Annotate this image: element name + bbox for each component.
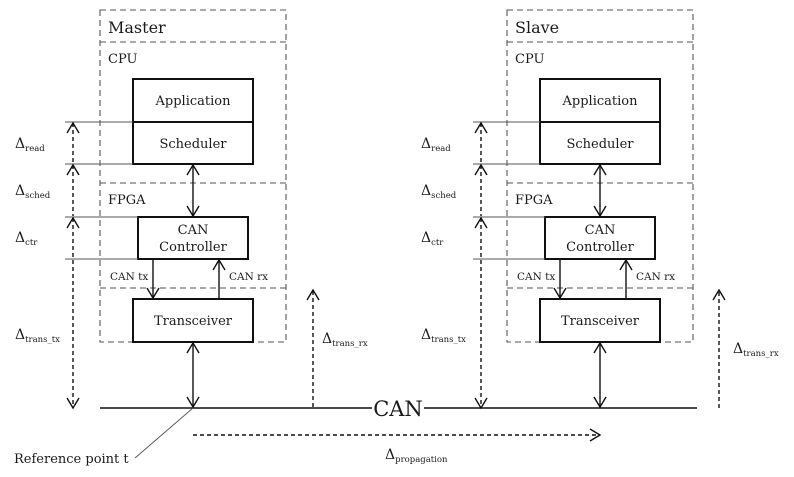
master-controller-label-1: CAN (178, 223, 209, 238)
master-node: Master CPU FPGA Application Scheduler CA… (15, 9, 287, 410)
master-delay-sched-arrow (66, 163, 80, 216)
slave-can-tx-label: CAN tx (517, 271, 555, 283)
master-application-label: Application (155, 94, 232, 109)
master-fpga-label: FPGA (108, 193, 146, 208)
master-delay-ctr-arrow (66, 216, 80, 258)
slave-fpga-label: FPGA (515, 193, 553, 208)
slave-delay-sched-arrow (474, 163, 488, 216)
master-application-block (132, 78, 254, 123)
master-cpu-label: CPU (108, 52, 137, 67)
reference-point-leader (134, 407, 194, 459)
master-can-tx-arrow (146, 259, 160, 300)
propagation-arrow (193, 428, 602, 442)
slave-cpu-label: CPU (515, 52, 544, 67)
master-delta-read-label: Δread (15, 136, 45, 154)
can-bus: CAN (100, 397, 697, 421)
delta-propagation-label: Δpropagation (385, 447, 448, 465)
slave-application-label: Application (562, 94, 639, 109)
slave-transceiver-label: Transceiver (561, 314, 640, 329)
master-controller-label-2: Controller (159, 240, 227, 255)
master-bus-arrow (186, 341, 200, 409)
master-can-controller-block (137, 216, 249, 260)
master-delay-read-arrow (66, 121, 80, 163)
master-sched-ctrl-arrow (186, 163, 200, 218)
reference-point-label: Reference point t (14, 452, 129, 467)
slave-can-rx-arrow (619, 258, 633, 299)
slave-controller-label-1: CAN (585, 223, 616, 238)
master-delta-trans-rx-label: Δtrans_rx (322, 331, 368, 349)
slave-application-block (539, 78, 661, 123)
slave-can-controller-block (544, 216, 656, 260)
slave-bus-arrow (593, 341, 607, 409)
slave-node: Slave CPU FPGA Application Scheduler CAN… (421, 9, 694, 410)
slave-delay-read-arrow (474, 121, 488, 163)
slave-scheduler-block (539, 121, 661, 165)
slave-delay-ctr-arrow (474, 216, 488, 258)
slave-title: Slave (515, 18, 559, 37)
slave-scheduler-label: Scheduler (566, 137, 634, 152)
slave-delta-sched-label: Δsched (421, 183, 457, 201)
slave-transceiver-block (539, 298, 661, 343)
master-scheduler-label: Scheduler (159, 137, 227, 152)
slave-delay-trans-tx-arrow (474, 260, 488, 410)
slave-delta-trans-tx-label: Δtrans_tx (421, 327, 466, 345)
slave-can-tx-arrow (553, 259, 567, 300)
slave-can-rx-label: CAN rx (636, 271, 675, 283)
slave-delay-trans-rx-arrow (712, 288, 726, 408)
slave-sched-ctrl-arrow (593, 163, 607, 218)
master-delta-ctr-label: Δctr (15, 230, 38, 248)
slave-delta-trans-rx-label: Δtrans_rx (733, 341, 779, 359)
slave-delta-ctr-label: Δctr (421, 230, 444, 248)
master-delta-sched-label: Δsched (15, 183, 51, 201)
master-delay-trans-rx-arrow (306, 288, 320, 407)
can-bus-label: CAN (373, 397, 423, 421)
master-can-tx-label: CAN tx (110, 271, 148, 283)
master-can-rx-arrow (212, 258, 226, 299)
master-delay-trans-tx-arrow (66, 260, 80, 410)
slave-delta-read-label: Δread (421, 136, 451, 154)
master-title: Master (108, 18, 166, 37)
slave-controller-label-2: Controller (566, 240, 634, 255)
master-can-rx-label: CAN rx (229, 271, 268, 283)
master-delta-trans-tx-label: Δtrans_tx (15, 327, 60, 345)
master-transceiver-label: Transceiver (154, 314, 233, 329)
